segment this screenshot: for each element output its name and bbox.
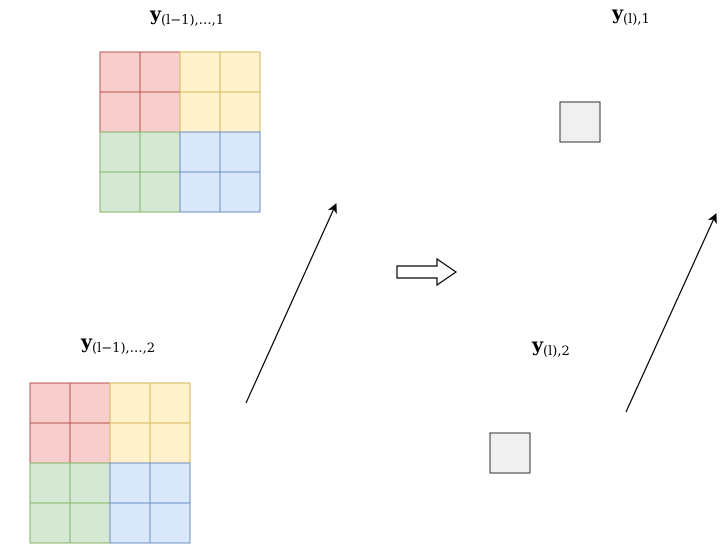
grid-bottom-cell-red — [29, 422, 71, 464]
grid-top-cell-blue — [179, 131, 221, 173]
transform-arrow — [396, 257, 458, 287]
grid-top-cell-blue — [219, 171, 261, 213]
grid-top-cell-green — [139, 171, 181, 213]
label-top-right: y(l),1 — [611, 2, 650, 27]
feature-grid-top — [99, 51, 261, 213]
grid-bottom-cell-red — [29, 382, 71, 424]
label-top-left-main: y — [149, 3, 162, 25]
grid-bottom-cell-yellow — [149, 382, 191, 424]
label-top-right-sub: (l),1 — [623, 12, 650, 27]
label-bottom-left: y(l−1),…,2 — [80, 331, 155, 356]
label-top-left: y(l−1),…,1 — [149, 3, 224, 28]
grid-bottom-cell-green — [69, 462, 111, 504]
grid-top-cell-yellow — [179, 51, 221, 93]
grid-bottom-cell-blue — [109, 462, 151, 504]
grid-top-cell-green — [139, 131, 181, 173]
grid-top-cell-red — [139, 91, 181, 133]
grid-bottom-cell-red — [69, 422, 111, 464]
label-bottom-right: y(l),2 — [531, 334, 570, 359]
grid-top-cell-blue — [179, 171, 221, 213]
label-bottom-left-main: y — [80, 331, 93, 353]
grid-top-cell-blue — [219, 131, 261, 173]
grid-bottom-cell-blue — [109, 502, 151, 544]
grid-bottom-cell-blue — [149, 462, 191, 504]
grid-top-cell-yellow — [219, 51, 261, 93]
label-bottom-right-main: y — [531, 334, 544, 356]
grid-bottom-cell-yellow — [109, 382, 151, 424]
grid-top-cell-red — [139, 51, 181, 93]
grid-bottom-cell-yellow — [109, 422, 151, 464]
depth-arrow-right — [625, 213, 717, 413]
grid-bottom-cell-green — [29, 502, 71, 544]
depth-arrow-left — [245, 203, 337, 404]
grid-top-cell-red — [99, 91, 141, 133]
grid-bottom-cell-green — [69, 502, 111, 544]
grid-bottom-cell-red — [69, 382, 111, 424]
label-bottom-right-sub: (l),2 — [543, 344, 570, 359]
grid-top-cell-yellow — [219, 91, 261, 133]
grid-bottom-cell-green — [29, 462, 71, 504]
grid-top-cell-green — [99, 131, 141, 173]
grid-bottom-cell-blue — [149, 502, 191, 544]
feature-grid-bottom — [29, 382, 191, 544]
output-cell-top — [559, 101, 601, 143]
label-top-right-main: y — [611, 2, 624, 24]
label-top-left-sub: (l−1),…,1 — [161, 13, 224, 28]
grid-bottom-cell-yellow — [149, 422, 191, 464]
label-bottom-left-sub: (l−1),…,2 — [92, 341, 155, 356]
output-cell-bottom — [489, 432, 531, 474]
grid-top-cell-green — [99, 171, 141, 213]
grid-top-cell-red — [99, 51, 141, 93]
grid-top-cell-yellow — [179, 91, 221, 133]
